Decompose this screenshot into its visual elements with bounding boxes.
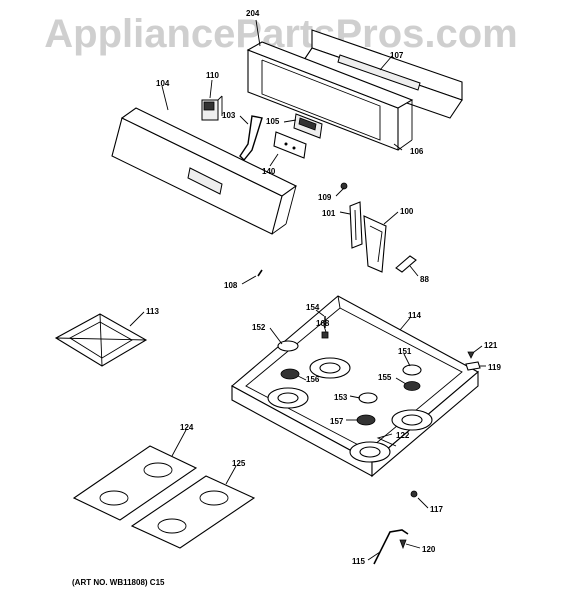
label-140: 140: [262, 167, 276, 176]
label-155: 155: [378, 373, 392, 382]
label-113: 113: [146, 307, 159, 316]
label-100: 100: [400, 207, 414, 216]
watermark: AppliancePartsPros.com: [44, 12, 518, 56]
part-140-board[interactable]: [273, 131, 307, 159]
label-119: 119: [488, 363, 501, 372]
part-119-clip[interactable]: [465, 361, 481, 371]
label-103: 103: [222, 111, 236, 120]
label-157: 157: [330, 417, 344, 426]
part-101-bracket[interactable]: [349, 201, 363, 249]
label-106: 106: [410, 147, 424, 156]
part-117-screw[interactable]: [410, 490, 418, 498]
part-152-burner-cap[interactable]: [277, 340, 299, 352]
label-204: 204: [246, 9, 260, 18]
label-104: 104: [156, 79, 170, 88]
label-168: 168: [316, 319, 330, 328]
label-152: 152: [252, 323, 266, 332]
part-168-orifice[interactable]: [321, 331, 329, 339]
leader-lines: [129, 19, 486, 561]
part-108-screw[interactable]: [257, 269, 263, 277]
part-110-module[interactable]: [201, 95, 223, 121]
part-125-drip-pan[interactable]: [130, 475, 256, 549]
part-labels: 204 107 104 110 103 105 106 140 109 101 …: [146, 9, 501, 566]
label-151: 151: [398, 347, 412, 356]
label-156: 156: [306, 375, 320, 384]
label-109: 109: [318, 193, 332, 202]
label-121: 121: [484, 341, 498, 350]
label-154: 154: [306, 303, 320, 312]
part-115-tube[interactable]: [373, 529, 409, 565]
label-124: 124: [180, 423, 194, 432]
part-157-burner-head[interactable]: [356, 414, 376, 426]
part-113-grate[interactable]: [54, 313, 148, 367]
part-155-burner-head[interactable]: [403, 381, 421, 391]
label-122: 122: [396, 431, 410, 440]
part-106-panel[interactable]: [246, 41, 414, 151]
part-88-spacer[interactable]: [395, 255, 417, 273]
part-156-burner-head[interactable]: [280, 368, 300, 380]
label-101: 101: [322, 209, 336, 218]
part-114-cooktop[interactable]: [231, 295, 479, 478]
part-103-bracket[interactable]: [239, 115, 263, 162]
part-100-bracket[interactable]: [363, 215, 387, 273]
part-121-screw[interactable]: [467, 351, 475, 359]
label-105: 105: [266, 117, 280, 126]
part-109-screw[interactable]: [340, 182, 348, 190]
part-151-burner-cap[interactable]: [402, 364, 422, 376]
label-114: 114: [408, 311, 421, 320]
part-120-screw[interactable]: [399, 539, 407, 550]
label-107: 107: [390, 51, 404, 60]
part-107-backsplash[interactable]: [299, 29, 463, 119]
art-number: (ART NO. WB11808) C15: [72, 578, 165, 587]
part-105-switch[interactable]: [293, 113, 323, 139]
label-110: 110: [206, 71, 219, 80]
part-124-drip-pan[interactable]: [72, 445, 198, 521]
part-104-control-panel[interactable]: [111, 107, 298, 235]
label-115: 115: [352, 557, 365, 566]
label-120: 120: [422, 545, 436, 554]
label-117: 117: [430, 505, 443, 514]
label-153: 153: [334, 393, 348, 402]
part-153-burner-cap[interactable]: [358, 392, 378, 404]
label-125: 125: [232, 459, 246, 468]
label-88: 88: [420, 275, 429, 284]
label-108: 108: [224, 281, 238, 290]
